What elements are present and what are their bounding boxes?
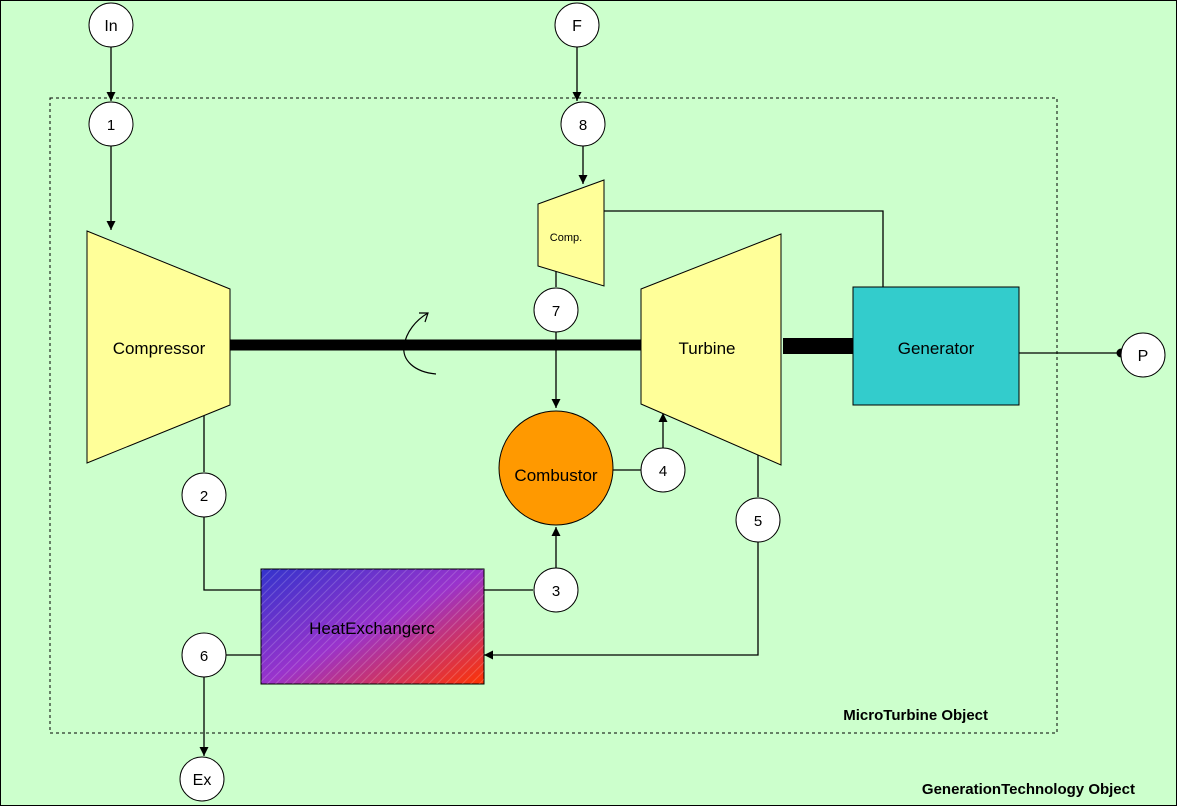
- connector-2-to-heat-exchanger: [203, 517, 261, 591]
- node-ex-label: Ex: [193, 772, 212, 789]
- curved-rotation-arrow-icon: [403, 312, 437, 375]
- compressor: [86, 230, 231, 464]
- state-point-1: 1: [88, 101, 134, 147]
- node-f-label: F: [572, 18, 582, 35]
- svg-text:5: 5: [754, 513, 762, 530]
- combustor-label: Combustor: [514, 466, 597, 485]
- node-in-label: In: [104, 18, 117, 35]
- connector-fuel-comp-to-generator: [604, 210, 884, 287]
- svg-text:1: 1: [107, 117, 115, 134]
- generator: [852, 286, 1020, 406]
- state-point-3: 3: [533, 567, 579, 613]
- connections: [106, 47, 1121, 756]
- fuel-compressor: [537, 179, 605, 287]
- svg-text:6: 6: [200, 648, 208, 665]
- compressor-label: Compressor: [113, 339, 206, 358]
- state-point-6: 6: [181, 632, 227, 678]
- node-ex: Ex: [179, 756, 225, 802]
- state-point-2: 2: [181, 472, 227, 518]
- svg-text:3: 3: [552, 583, 560, 600]
- node-p: P: [1120, 332, 1166, 378]
- state-point-4: 4: [640, 447, 686, 493]
- microturbine-object-label: MicroTurbine Object: [843, 707, 988, 724]
- svg-text:2: 2: [200, 488, 208, 505]
- svg-text:4: 4: [659, 463, 667, 480]
- microturbine-boundary: [49, 97, 1058, 734]
- svg-text:8: 8: [579, 117, 587, 134]
- generation-technology-object-label: GenerationTechnology Object: [922, 781, 1135, 798]
- state-point-8: 8: [560, 101, 606, 147]
- connector-5-to-heat-exchanger: [484, 542, 759, 660]
- heat-exchanger: [260, 568, 485, 685]
- state-point-5: 5: [735, 497, 781, 543]
- combustor: [498, 410, 614, 526]
- turbine-label: Turbine: [678, 339, 735, 358]
- turbine: [640, 233, 782, 466]
- heat-exchanger-label: HeatExchangerc: [309, 619, 435, 638]
- svg-text:7: 7: [552, 303, 560, 320]
- fuel-compressor-label: Comp.: [550, 232, 582, 244]
- state-point-7: 7: [533, 287, 579, 333]
- node-p-label: P: [1138, 348, 1149, 365]
- node-in: In: [88, 2, 134, 48]
- generator-label: Generator: [898, 339, 975, 358]
- node-f: F: [554, 2, 600, 48]
